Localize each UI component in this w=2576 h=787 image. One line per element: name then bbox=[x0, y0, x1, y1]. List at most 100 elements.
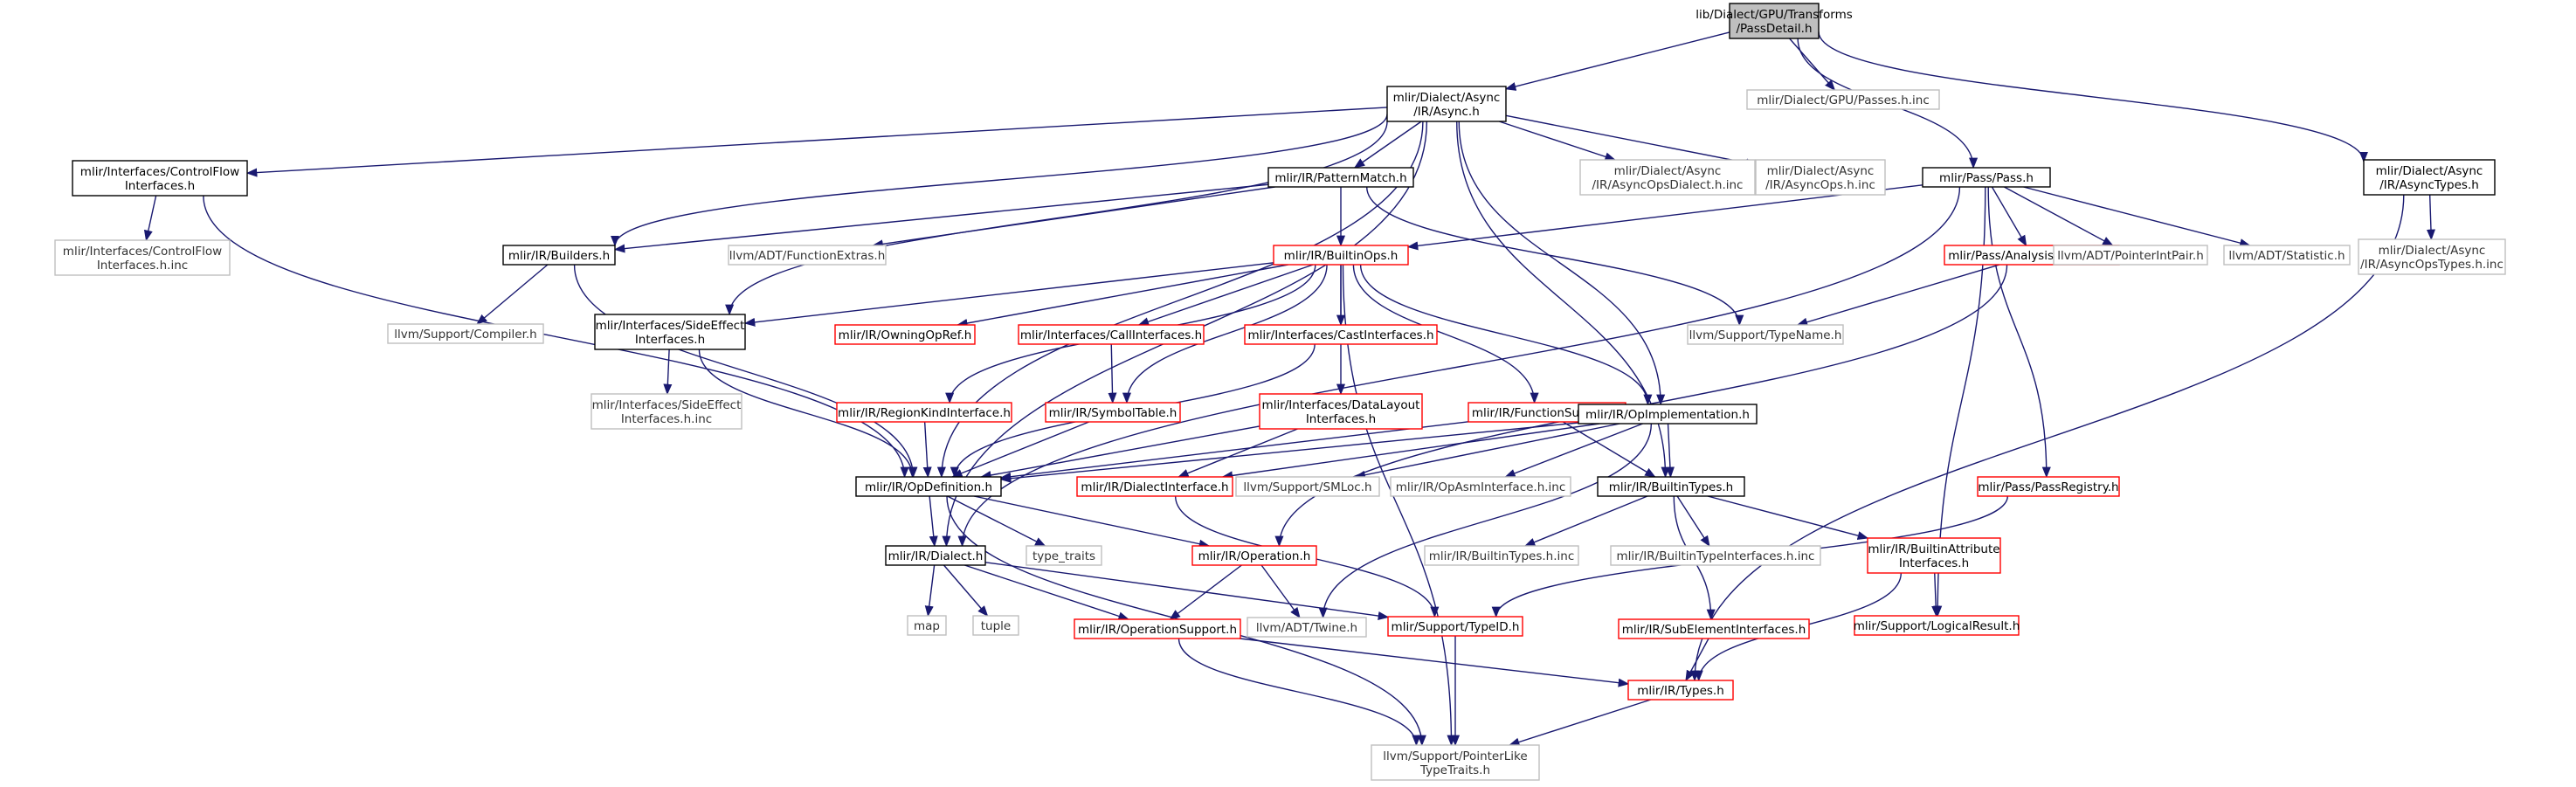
node-label: mlir/IR/OpDefinition.h bbox=[865, 480, 992, 494]
node-box bbox=[502, 245, 616, 266]
node-opsupport[interactable]: mlir/IR/OperationSupport.h bbox=[1074, 618, 1241, 639]
node-regionkind[interactable]: mlir/IR/RegionKindInterface.h bbox=[836, 402, 1012, 423]
node-twine[interactable]: llvm/ADT/Twine.h bbox=[1247, 617, 1367, 638]
node-funcextras[interactable]: llvm/ADT/FunctionExtras.h bbox=[728, 245, 887, 266]
node-box bbox=[1390, 476, 1571, 497]
edge-opdef-to-operation bbox=[973, 495, 1211, 549]
edge-operation-to-opsupport bbox=[1169, 564, 1242, 620]
edge-builtintypes-to-builtintypeinterfacesinc bbox=[1676, 495, 1710, 548]
node-label: Interfaces.h bbox=[1899, 556, 1969, 570]
node-label: type_traits bbox=[1032, 549, 1095, 563]
edge-dialect-to-tuple bbox=[943, 564, 989, 617]
node-cflowinc[interactable]: mlir/Interfaces/ControlFlowInterfaces.h.… bbox=[54, 239, 231, 276]
node-label: mlir/IR/DialectInterface.h bbox=[1081, 480, 1228, 494]
node-box bbox=[972, 615, 1019, 636]
node-builtintypes[interactable]: mlir/IR/BuiltinTypes.h bbox=[1597, 476, 1745, 497]
edge-opdef-to-typetraits bbox=[947, 495, 1046, 547]
node-sideeffectinc[interactable]: mlir/Interfaces/SideEffectInterfaces.h.i… bbox=[590, 393, 742, 430]
node-asyncopsinc[interactable]: mlir/Dialect/Async/IR/AsyncOps.h.inc bbox=[1755, 159, 1886, 196]
node-root[interactable]: lib/Dialect/GPU/Transforms/PassDetail.h bbox=[1695, 3, 1853, 39]
node-compiler[interactable]: llvm/Support/Compiler.h bbox=[387, 323, 544, 344]
node-dialect[interactable]: mlir/IR/Dialect.h bbox=[885, 545, 986, 566]
node-label: llvm/Support/SMLoc.h bbox=[1243, 480, 1371, 494]
node-label: mlir/Dialect/GPU/Passes.h.inc bbox=[1757, 93, 1930, 107]
edge-dialect-to-typeid bbox=[984, 562, 1390, 620]
node-builtinops[interactable]: mlir/IR/BuiltinOps.h bbox=[1273, 245, 1409, 266]
node-asynctypes[interactable]: mlir/Dialect/Async/IR/AsyncTypes.h bbox=[2363, 159, 2496, 196]
node-box bbox=[72, 160, 248, 197]
node-castinterfaces[interactable]: mlir/Interfaces/CastInterfaces.h bbox=[1244, 324, 1438, 345]
node-pointerintpair[interactable]: llvm/ADT/PointerIntPair.h bbox=[2053, 245, 2208, 266]
edge-dialect-to-opsupport bbox=[964, 564, 1129, 621]
node-box bbox=[1977, 476, 2120, 497]
node-builtintypesinc[interactable]: mlir/IR/BuiltinTypes.h.inc bbox=[1424, 545, 1579, 566]
node-label: /PassDetail.h bbox=[1736, 22, 1812, 36]
node-passregistry[interactable]: mlir/Pass/PassRegistry.h bbox=[1977, 476, 2120, 497]
node-dialectinterface[interactable]: mlir/IR/DialectInterface.h bbox=[1076, 476, 1233, 497]
node-box bbox=[1579, 159, 1756, 196]
node-owningopref[interactable]: mlir/IR/OwningOpRef.h bbox=[834, 324, 976, 345]
node-builtintypeinterfacesinc[interactable]: mlir/IR/BuiltinTypeInterfaces.h.inc bbox=[1610, 545, 1821, 566]
node-label: mlir/IR/SymbolTable.h bbox=[1049, 406, 1178, 420]
node-label: mlir/IR/SubElementInterfaces.h bbox=[1622, 623, 1806, 637]
edge-dialect-to-map bbox=[924, 564, 936, 618]
node-types[interactable]: mlir/IR/Types.h bbox=[1627, 680, 1734, 701]
edge-subelement-to-types bbox=[1685, 638, 1709, 682]
node-label: /IR/AsyncOpsTypes.h.inc bbox=[2360, 258, 2503, 272]
node-label: mlir/Interfaces/SideEffect bbox=[596, 319, 745, 333]
node-tuple[interactable]: tuple bbox=[972, 615, 1019, 636]
node-opdef[interactable]: mlir/IR/OpDefinition.h bbox=[855, 476, 1002, 497]
node-typeid[interactable]: mlir/Support/TypeID.h bbox=[1387, 616, 1523, 637]
node-box bbox=[1854, 615, 2020, 636]
node-box bbox=[1026, 545, 1102, 566]
node-typetraits[interactable]: type_traits bbox=[1026, 545, 1102, 566]
node-label: mlir/Dialect/Async bbox=[1393, 91, 1501, 105]
node-label: mlir/IR/Operation.h bbox=[1198, 549, 1311, 563]
node-opasminc[interactable]: mlir/IR/OpAsmInterface.h.inc bbox=[1390, 476, 1571, 497]
node-patternmatch[interactable]: mlir/IR/PatternMatch.h bbox=[1267, 167, 1414, 188]
node-box bbox=[1867, 537, 2001, 574]
node-typename[interactable]: llvm/Support/TypeName.h bbox=[1687, 324, 1844, 345]
node-box bbox=[2358, 238, 2506, 275]
edge-async-to-asyncdialectinc bbox=[1499, 121, 1616, 162]
node-builders[interactable]: mlir/IR/Builders.h bbox=[502, 245, 616, 266]
node-box bbox=[1729, 3, 1820, 39]
node-box bbox=[1235, 476, 1380, 497]
node-box bbox=[1267, 167, 1414, 188]
node-label: mlir/IR/BuiltinTypes.h.inc bbox=[1429, 549, 1575, 563]
node-box bbox=[590, 393, 742, 430]
node-map[interactable]: map bbox=[907, 615, 947, 636]
edge-builtinops-to-opimpl bbox=[1359, 264, 1653, 406]
node-box bbox=[1610, 545, 1821, 566]
node-gpupasses[interactable]: mlir/Dialect/GPU/Passes.h.inc bbox=[1746, 89, 1940, 110]
node-box bbox=[594, 314, 746, 350]
edge-root-to-asynctypes bbox=[1818, 31, 2368, 163]
node-callinterfaces[interactable]: mlir/Interfaces/CallInterfaces.h bbox=[1018, 324, 1205, 345]
node-label: lib/Dialect/GPU/Transforms bbox=[1695, 8, 1853, 22]
node-operation[interactable]: mlir/IR/Operation.h bbox=[1191, 545, 1317, 566]
node-box bbox=[1371, 744, 1540, 781]
node-label: TypeTraits.h bbox=[1419, 763, 1490, 777]
node-asyncopstypesinc[interactable]: mlir/Dialect/Async/IR/AsyncOpsTypes.h.in… bbox=[2358, 238, 2506, 275]
node-async[interactable]: mlir/Dialect/Async/IR/Async.h bbox=[1386, 86, 1507, 122]
node-pass[interactable]: mlir/Pass/Pass.h bbox=[1922, 167, 2051, 188]
node-opimpl[interactable]: mlir/IR/OpImplementation.h bbox=[1578, 404, 1758, 425]
node-statistic[interactable]: llvm/ADT/Statistic.h bbox=[2223, 245, 2351, 266]
node-label: mlir/Pass/Pass.h bbox=[1939, 171, 2034, 185]
node-logicalresult[interactable]: mlir/Support/LogicalResult.h bbox=[1854, 615, 2020, 636]
node-smloc[interactable]: llvm/Support/SMLoc.h bbox=[1235, 476, 1380, 497]
edge-async-to-builders bbox=[611, 114, 1388, 247]
node-asyncdialectinc[interactable]: mlir/Dialect/Async/IR/AsyncOpsDialect.h.… bbox=[1579, 159, 1756, 196]
node-label: Interfaces.h bbox=[1306, 412, 1376, 426]
node-label: mlir/IR/OwningOpRef.h bbox=[839, 328, 972, 342]
node-label: mlir/Interfaces/ControlFlow bbox=[80, 165, 239, 179]
node-symboltable[interactable]: mlir/IR/SymbolTable.h bbox=[1045, 402, 1181, 423]
node-subelement[interactable]: mlir/IR/SubElementInterfaces.h bbox=[1618, 618, 1810, 639]
node-box bbox=[1386, 86, 1507, 122]
node-label: mlir/IR/RegionKindInterface.h bbox=[838, 406, 1011, 420]
